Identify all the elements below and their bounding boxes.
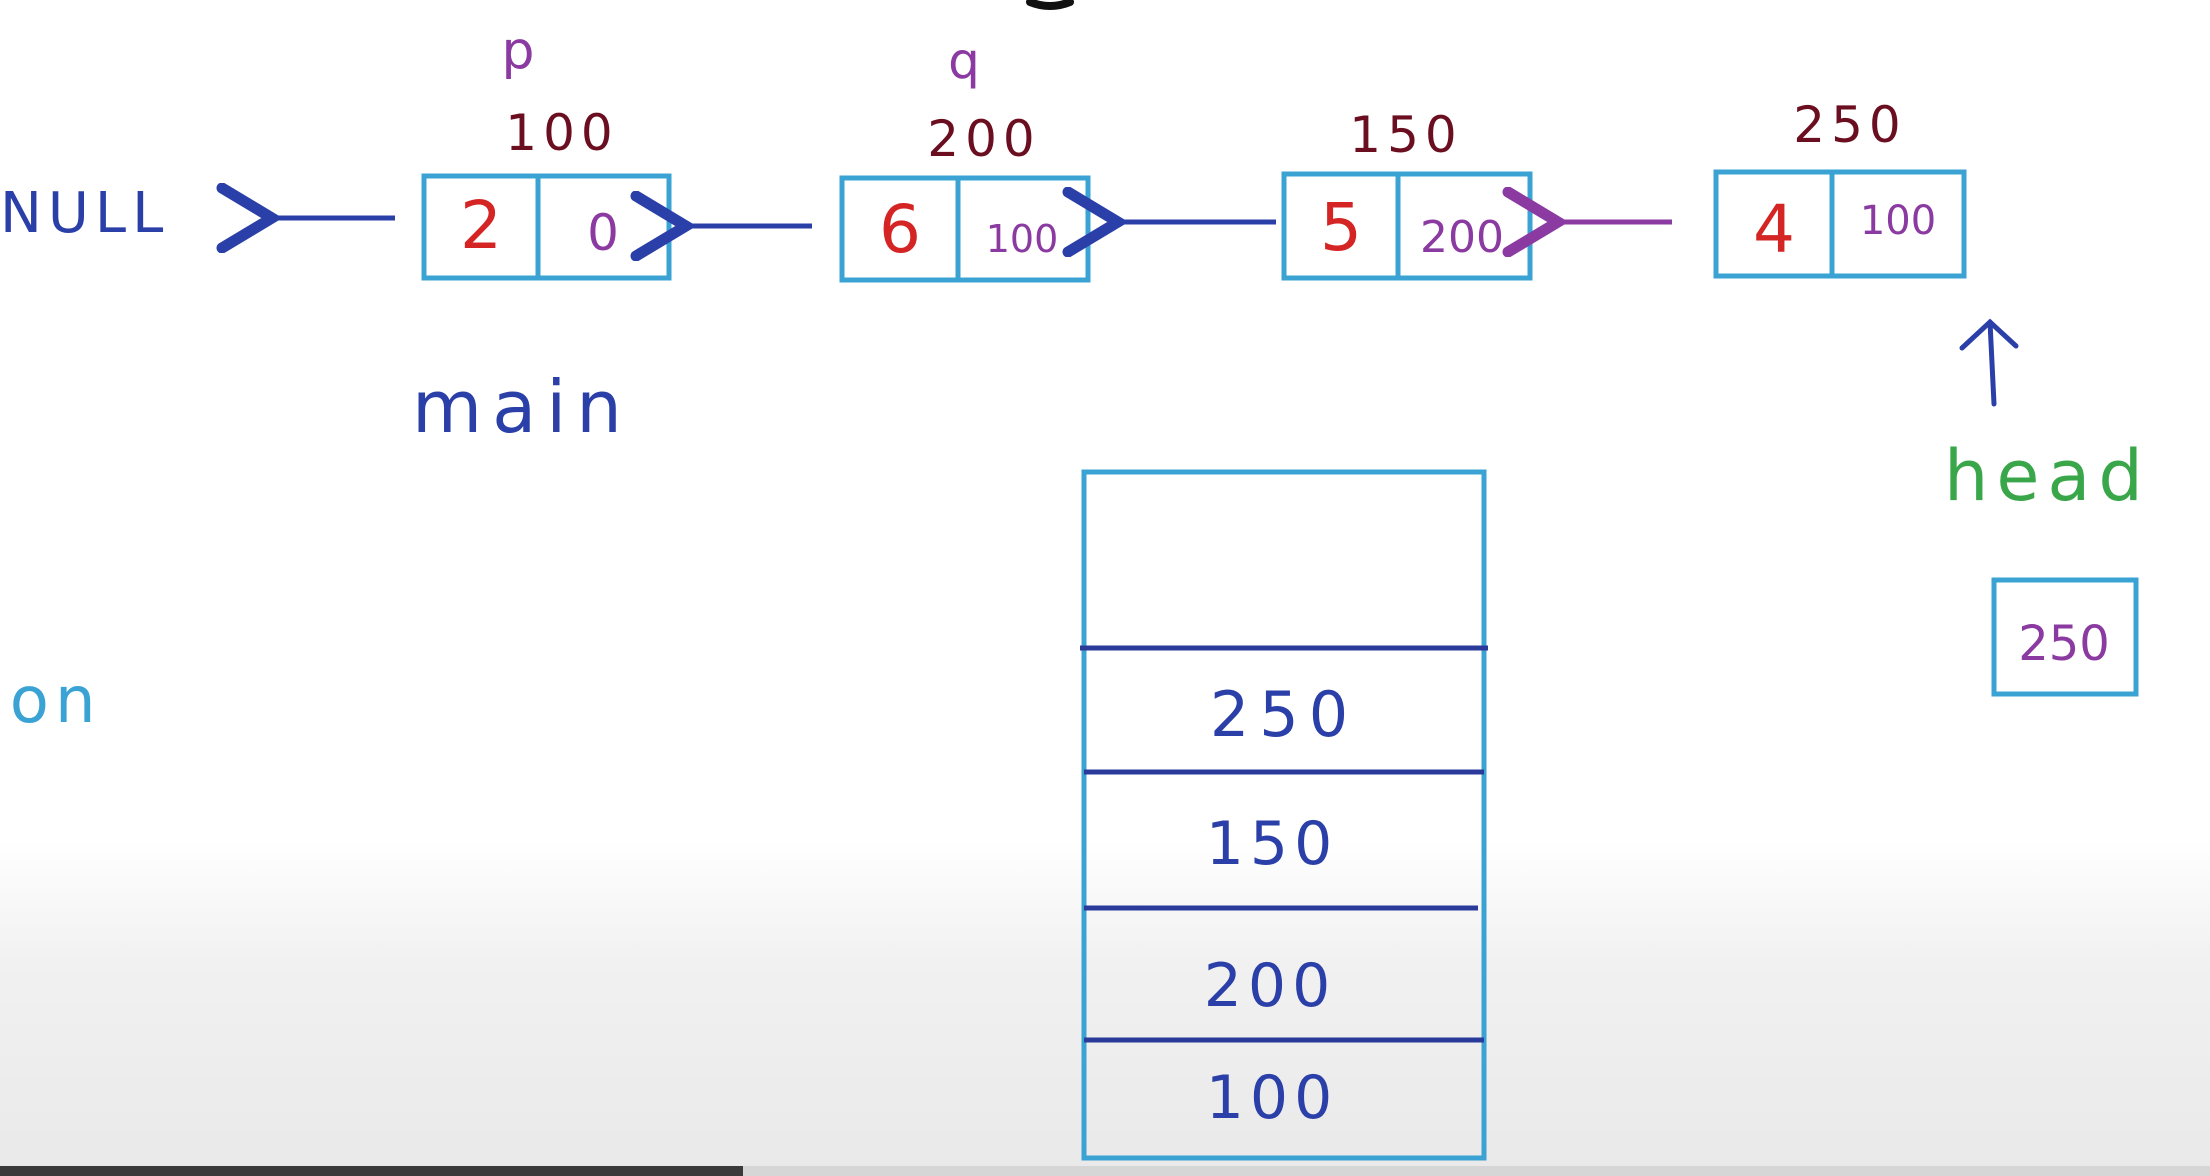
node-next-value: 100 [986,217,1059,261]
stack: 250 150 200 100 [1080,469,1488,1161]
node-150: 150 5 200 [1281,106,1533,281]
head-label: head [1944,435,2151,517]
stack-cell: 100 [1206,1063,1339,1133]
pointer-label-q: q [948,32,980,90]
node-address: 150 [1349,106,1462,164]
node-next-value: 200 [1420,212,1504,263]
head-value: 250 [2018,616,2110,672]
stack-cell: 200 [1204,951,1337,1021]
pointer-label-p: p [501,21,534,81]
stack-cell: 150 [1206,809,1339,879]
partial-stroke [1026,0,1074,10]
node-next-value: 100 [1860,198,1936,244]
node-next-value: 0 [587,204,619,262]
null-label: NULL [0,181,169,246]
node-address: 250 [1793,96,1906,154]
node-200: q 200 6 100 [839,32,1091,283]
node-data-value: 5 [1320,189,1362,266]
node-address: 100 [505,104,618,162]
main-label: main [412,365,632,449]
node-next-cell [1829,169,1967,279]
head-value-box [1991,577,2139,697]
video-progress-track[interactable] [0,1166,2210,1176]
head-arrow [1959,318,2019,407]
stack-cell: 250 [1210,678,1358,751]
partial-left-text: ion [0,664,102,738]
video-progress-bar[interactable] [0,1166,743,1176]
node-data-value: 4 [1753,191,1795,268]
node-address: 200 [927,110,1040,168]
node-data-value: 2 [460,187,502,264]
node-data-value: 6 [879,191,921,268]
node-250: 250 4 100 [1713,96,1967,279]
stack-frame [1081,469,1487,1161]
node-100: p 100 2 0 [421,21,672,281]
